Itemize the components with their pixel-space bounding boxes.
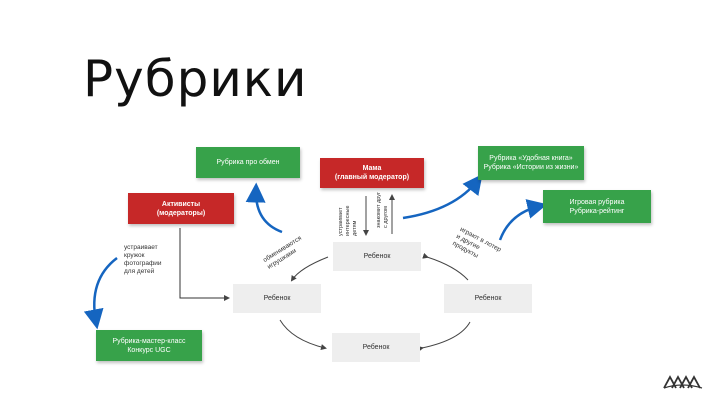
brand-logo-icon xyxy=(663,375,703,389)
arrow-to-exchange xyxy=(245,182,283,234)
box-books-line2: Рубрика «Истории из жизни» xyxy=(483,164,579,171)
box-activists: Активисты (модераторы) xyxy=(128,193,234,224)
box-child-left-label: Ребенок xyxy=(263,295,291,302)
arrow-to-books xyxy=(402,174,483,220)
arrow-to-masterclass xyxy=(83,257,118,330)
box-child-right-label: Ребенок xyxy=(474,295,502,302)
box-child-left: Ребенок xyxy=(233,284,321,313)
box-mama-line2: (главный модератор) xyxy=(334,174,410,181)
slide-title: Рубрики xyxy=(83,50,308,108)
box-child-right: Ребенок xyxy=(444,284,532,313)
box-child-top: Ребенок xyxy=(333,242,421,271)
box-mama: Мама (главный модератор) xyxy=(320,158,424,188)
arrow-child-top-right xyxy=(422,252,469,281)
box-child-bottom-label: Ребенок xyxy=(362,344,390,351)
box-game-line1: Игровая рубрика xyxy=(569,198,625,206)
box-activists-line1: Активисты xyxy=(161,200,201,208)
box-books: Рубрика «Удобная книга» Рубрика «Истории… xyxy=(478,146,584,180)
activists-connector xyxy=(179,228,230,301)
box-child-bottom: Ребенок xyxy=(332,333,420,362)
box-masterclass: Рубрика-мастер-класс Конкурс UGC xyxy=(96,330,202,361)
label-clubs-line: устраивает xyxy=(124,244,158,251)
box-exchange: Рубрика про обмен xyxy=(196,147,300,178)
label-clubs-line: кружок xyxy=(124,252,145,259)
box-activists-line2: (модераторы) xyxy=(156,209,206,217)
box-exchange-label: Рубрика про обмен xyxy=(216,159,280,166)
box-child-top-label: Ребенок xyxy=(363,253,391,260)
label-clubs: устраивает кружок фотографии для детей xyxy=(124,244,162,276)
box-books-line1: Рубрика «Удобная книга» xyxy=(489,155,573,162)
label-clubs-line: для детей xyxy=(124,268,155,275)
box-masterclass-line1: Рубрика-мастер-класс xyxy=(112,337,186,345)
box-game-line2: Рубрика-рейтинг xyxy=(569,207,625,215)
arrow-to-game xyxy=(498,199,548,241)
box-game: Игровая рубрика Рубрика-рейтинг xyxy=(543,190,651,223)
label-clubs-line: фотографии xyxy=(124,260,162,267)
arrow-child-bottom-right xyxy=(417,321,471,352)
box-masterclass-line2: Конкурс UGC xyxy=(127,346,171,354)
arrow-child-left-top xyxy=(290,256,329,282)
arrow-child-left-bottom xyxy=(279,319,327,350)
box-mama-line1: Мама xyxy=(362,165,382,172)
